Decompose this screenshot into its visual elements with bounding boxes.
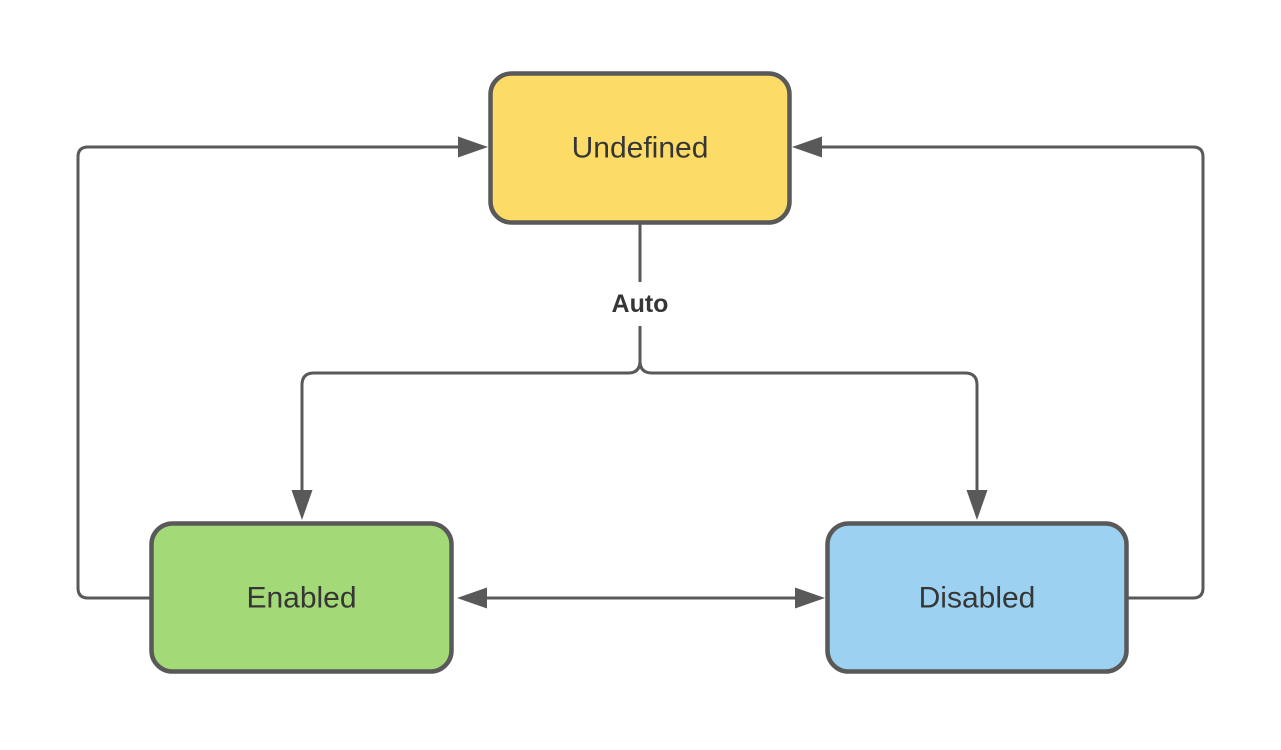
edge-group [76,136,1205,609]
node-disabled-label: Disabled [919,582,1036,615]
node-undefined-shape [488,71,792,225]
node-enabled-shape [149,521,454,674]
node-enabled-label: Enabled [246,582,356,615]
node-undefined-label: Undefined [572,132,709,165]
arrowhead-into-disabled-left [795,587,825,609]
edge-label-background [601,282,679,326]
node-enabled: Enabled [149,521,454,674]
node-disabled: Disabled [825,521,1129,674]
arrowhead-into-undefined-right [792,136,822,158]
edge-enabled-to-undefined [76,145,470,600]
edge-disabled-to-undefined [810,145,1205,600]
arrowhead-into-undefined-left [458,136,488,158]
arrowhead-into-disabled-top [966,490,988,520]
arrowhead-into-enabled-right [457,587,487,609]
node-disabled-shape [825,521,1129,674]
arrowhead-into-enabled-top [291,490,313,520]
edge-label-auto: Auto [612,290,669,318]
edge-undefined-to-enabled [300,360,642,500]
edge-label-auto-group: Auto [601,282,679,326]
edge-undefined-to-disabled [638,360,979,500]
node-undefined: Undefined [488,71,792,225]
